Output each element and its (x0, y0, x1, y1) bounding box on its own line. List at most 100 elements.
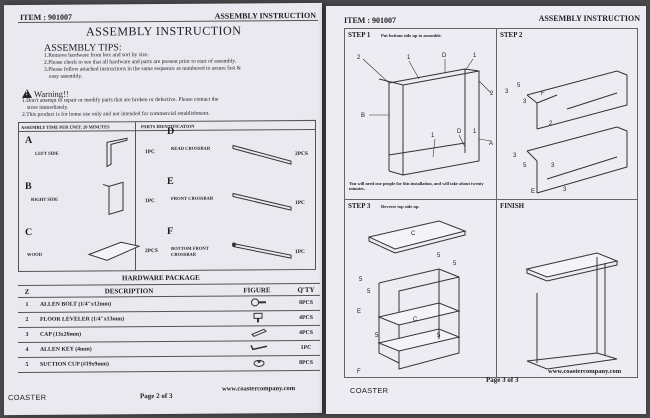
step1-subtitle: Put bottom side up to assemble. (381, 33, 442, 38)
label-e: E (531, 189, 535, 195)
front-crossbar-figure (232, 192, 292, 211)
warning-line: 2.This product is for home use only and … (22, 110, 210, 118)
part-letter: F (167, 225, 174, 237)
label-5: 5 (367, 289, 371, 295)
step3-diagram: C 5 5 5 5 E C 5 5 F (357, 220, 467, 375)
cap-icon (222, 325, 292, 342)
label-b: B (361, 113, 365, 119)
page-title: ASSEMBLY INSTRUCTION (86, 23, 242, 39)
warning-section: Warning!! 1.Don't attempt to repair or m… (22, 87, 312, 119)
finish-diagram (525, 252, 619, 370)
label-a: A (489, 141, 493, 147)
part-letter: E (167, 175, 174, 187)
website: www.coastercompany.com (222, 385, 296, 393)
hardware-table: Z DESCRIPTION FIGURE Q'TY 1 ALLEN BOLT (… (18, 283, 320, 373)
label-3: 3 (551, 163, 555, 169)
coaster-logo: COASTER (8, 392, 47, 403)
label-5: 5 (437, 333, 441, 339)
label-c: C (413, 317, 418, 323)
col-figure: FIGURE (222, 283, 292, 297)
wood-panel-figure (87, 241, 141, 261)
header-assembly-instruction: ASSEMBLY INSTRUCTION (538, 14, 640, 23)
label-1: 1 (431, 133, 435, 139)
label-1: 1 (473, 53, 477, 59)
step3-title: STEP 3 (348, 202, 371, 210)
left-side-figure (106, 137, 128, 168)
step1-note: You will need one people for this instal… (349, 181, 484, 192)
label-1: 1 (473, 129, 477, 135)
item-number: ITEM : 901007 (20, 12, 72, 22)
steps-grid: STEP 1 Put bottom side up to assemble. 2… (344, 28, 638, 378)
label-c: C (411, 231, 416, 237)
part-name: BOTTOM FRONT CROSSBAR (171, 245, 209, 257)
part-qty: 1PC (145, 149, 155, 156)
label-2: 2 (490, 91, 494, 97)
label-f: F (541, 91, 545, 97)
part-qty: 2PCS (295, 150, 308, 158)
label-1: 1 (407, 55, 411, 61)
grid-divider-vertical (496, 29, 497, 377)
step1-diagram: 2 1 D 1 2 B A 1 D 1 (357, 53, 494, 176)
label-5: 5 (523, 163, 527, 169)
label-5: 5 (359, 277, 363, 283)
label-e: E (357, 309, 361, 315)
part-letter: C (25, 226, 33, 238)
rear-crossbar-figure (232, 144, 292, 165)
step2-diagram: 3 5 3 F 2 3 5 3 E 3 (505, 70, 628, 195)
finish-title: FINISH (500, 202, 525, 210)
hardware-title: HARDWARE PACKAGE (122, 273, 200, 283)
table-row: 1 ALLEN BOLT (1/4"x12mm) 8PCS (18, 295, 320, 313)
parts-identification: ASSEMBLY TIME PER UNIT: 20 MINUTES PARTS… (18, 119, 316, 273)
part-qty: 1PC (295, 249, 305, 256)
label-3: 3 (523, 99, 527, 105)
part-qty: 2PCS (145, 248, 158, 255)
label-3: 3 (505, 89, 509, 95)
website: www.coastercompany.com (548, 368, 622, 375)
bottom-front-crossbar-figure (232, 242, 292, 259)
warning-icon (22, 88, 32, 98)
label-d: D (457, 129, 462, 135)
part-name: FRONT CROSSBAR (171, 195, 214, 201)
assembly-tips: ASSEMBLY TIPS: 1.Remove hardware from bo… (44, 42, 314, 81)
part-name: WOOD (27, 251, 43, 257)
table-row: 3 CAP (13x26mm) 4PCS (18, 325, 320, 343)
part-letter: B (25, 180, 32, 192)
step3-subtitle: Reverse top side up. (381, 204, 420, 209)
label-5: 5 (453, 261, 457, 267)
left-page: ITEM : 901007 ASSEMBLY INSTRUCTION ASSEM… (4, 2, 322, 416)
allen-key-icon (222, 340, 292, 357)
col-qty: Q'TY (292, 283, 320, 296)
page-number: Page 3 of 3 (486, 376, 519, 384)
label-2: 2 (549, 121, 553, 127)
label-5: 5 (437, 253, 441, 259)
right-page: ITEM : 901007 ASSEMBLY INSTRUCTION STEP … (326, 6, 646, 414)
step2-title: STEP 2 (500, 31, 523, 39)
floor-leveler-icon (222, 310, 292, 327)
table-row: 2 FLOOR LEVELER (1/4"x13mm) 4PCS (18, 310, 320, 328)
label-d: D (442, 53, 447, 59)
col-no: Z (18, 285, 36, 298)
part-letter: A (25, 134, 33, 146)
part-letter: D (167, 125, 175, 137)
part-qty: 1PC (295, 200, 305, 207)
label-5: 5 (375, 333, 379, 339)
table-row: 4 ALLEN KEY (4mm) 1PC (18, 340, 320, 358)
part-name: READ CROSSBAR (171, 145, 211, 151)
label-3: 3 (513, 153, 517, 159)
suction-cup-icon (222, 355, 292, 372)
part-qty: 1PC (145, 198, 155, 205)
label-2: 2 (357, 55, 361, 61)
page-number: Page 2 of 3 (140, 391, 173, 401)
step1-title: STEP 1 (348, 31, 371, 39)
part-name: LEFT SIDE (35, 150, 59, 156)
bolt-icon (222, 295, 292, 312)
grid-divider-horizontal (345, 199, 637, 200)
part-name: RIGHT SIDE (31, 196, 59, 202)
label-5: 5 (517, 83, 521, 89)
coaster-logo: COASTER (350, 386, 389, 395)
item-number: ITEM : 901007 (344, 16, 396, 25)
label-f: F (357, 369, 361, 375)
assembly-time: ASSEMBLY TIME PER UNIT: 20 MINUTES (21, 124, 110, 130)
right-side-figure (102, 181, 124, 216)
table-row: 5 SUCTION CUP (#19x9mm) 8PCS (18, 355, 320, 373)
